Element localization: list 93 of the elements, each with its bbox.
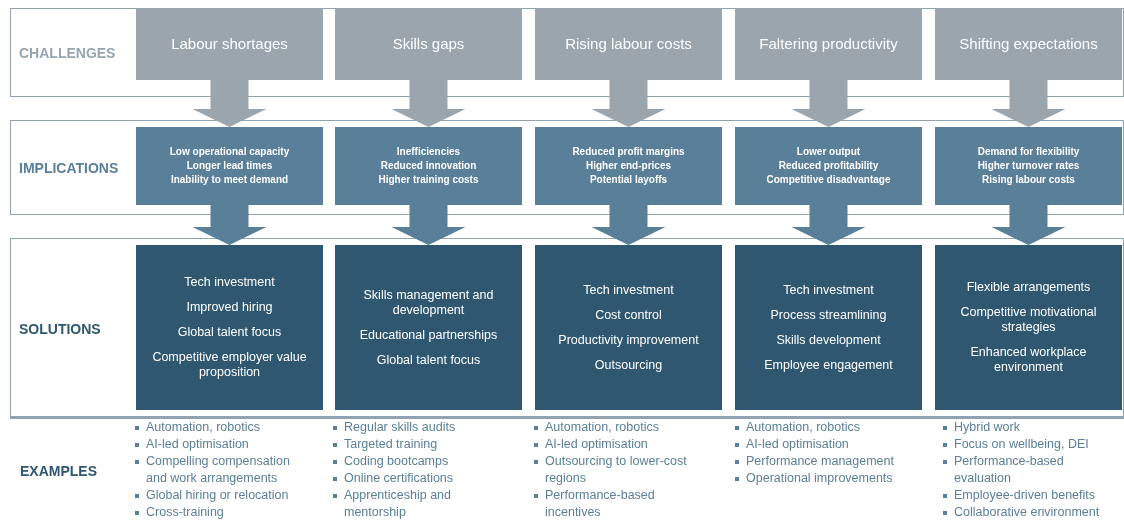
solution-text: Global talent focus — [376, 352, 481, 368]
example-item: Employee-driven benefits — [954, 488, 1096, 502]
example-item: Targeted training — [344, 437, 438, 451]
example-item: Global hiring or relocation — [146, 488, 289, 502]
implication-text: Rising labour costs — [982, 174, 1075, 186]
implication-text: Reduced profitability — [778, 160, 879, 172]
example-item: Hybrid work — [954, 420, 1020, 434]
solution-text: Tech investment — [783, 282, 874, 298]
block-arrow — [591, 205, 666, 245]
challenge-box — [136, 8, 323, 80]
challenge-label: Shifting expectations — [959, 35, 1098, 53]
implication-box — [535, 127, 722, 205]
example-item: AI-led optimisation — [545, 437, 648, 451]
row-heading: EXAMPLES — [20, 463, 97, 479]
example-item: AI-led optimisation — [746, 437, 849, 451]
block-arrow — [791, 205, 866, 245]
implication-text: Reduced innovation — [380, 160, 477, 172]
row-heading: CHALLENGES — [19, 44, 116, 61]
solution-text: Educational partnerships — [359, 327, 498, 343]
implication-box — [335, 127, 522, 205]
challenge-box — [735, 8, 922, 80]
solution-text: Global talent focus — [177, 325, 282, 340]
implication-text: Inability to meet demand — [170, 174, 289, 186]
example-item: Performance management — [746, 454, 894, 468]
example-item: Outsourcing to lower-cost regions — [545, 454, 687, 485]
solution-text: Productivity improvement — [558, 332, 699, 348]
row-band — [10, 238, 1124, 419]
example-item: Apprenticeship and mentorship — [344, 488, 452, 519]
challenge-label: Faltering productivity — [759, 35, 898, 53]
block-arrow — [192, 205, 267, 245]
example-item: Operational improvements — [746, 471, 893, 485]
challenge-box — [335, 8, 522, 80]
solution-text: Competitive motivational strategies — [959, 305, 1098, 335]
challenge-label: Rising labour costs — [565, 35, 692, 53]
row-band — [10, 8, 1124, 97]
solution-box — [136, 245, 323, 410]
implication-text: Higher turnover rates — [977, 160, 1080, 172]
implication-text: Reduced profit margins — [572, 146, 685, 158]
implication-text: Low operational capacity — [169, 146, 290, 158]
example-item: Focus on wellbeing, DEI — [954, 437, 1089, 451]
example-item: Automation, robotics — [545, 420, 659, 434]
challenge-box — [935, 8, 1122, 80]
example-item: Regular skills audits — [344, 420, 456, 434]
solution-text: Competitive employer value proposition — [151, 350, 308, 380]
example-item: AI-led optimisation — [146, 437, 249, 451]
solution-text: Employee engagement — [764, 357, 893, 373]
example-item: Cross-training — [146, 505, 224, 519]
block-arrow — [791, 80, 866, 127]
row-heading: SOLUTIONS — [19, 320, 101, 337]
solution-box — [935, 245, 1122, 410]
challenge-label: Labour shortages — [171, 35, 288, 53]
implication-text: Higher training costs — [378, 174, 479, 186]
example-item: Compelling compensation and work arrangements — [146, 454, 290, 485]
example-item: Online certifications — [344, 471, 454, 485]
implication-box — [935, 127, 1122, 205]
solution-box — [735, 245, 922, 410]
solution-text: Tech investment — [583, 282, 674, 298]
implication-text: Lower output — [796, 146, 861, 158]
implication-text: Competitive disadvantage — [766, 174, 891, 186]
block-arrow — [391, 80, 466, 127]
solution-box — [335, 245, 522, 410]
solution-text: Skills management and development — [362, 287, 495, 318]
solution-text: Flexible arrangements — [966, 280, 1091, 295]
block-arrow — [991, 80, 1066, 127]
implication-box — [136, 127, 323, 205]
example-item: Performance-based incentives — [545, 488, 655, 519]
solution-text: Outsourcing — [594, 357, 663, 373]
solution-text: Enhanced workplace environment — [969, 345, 1088, 375]
implication-text: Longer lead times — [186, 160, 273, 172]
block-arrow — [192, 80, 267, 127]
row-band — [10, 120, 1124, 215]
block-arrow — [991, 205, 1066, 245]
implication-text: Demand for flexibility — [977, 146, 1080, 158]
solution-box — [535, 245, 722, 410]
example-item: Collaborative environment — [954, 505, 1100, 519]
implication-text: Higher end-prices — [586, 160, 671, 172]
example-item: Automation, robotics — [746, 420, 860, 434]
solution-text: Cost control — [595, 307, 662, 323]
implication-text: Potential layoffs — [589, 174, 668, 186]
solution-text: Skills development — [776, 332, 881, 348]
example-item: Automation, robotics — [146, 420, 260, 434]
solution-text: Process streamlining — [770, 307, 887, 323]
solution-text: Improved hiring — [186, 300, 273, 315]
challenge-label: Skills gaps — [392, 35, 465, 53]
block-arrow — [591, 80, 666, 127]
example-item: Coding bootcamps — [344, 454, 449, 468]
implication-text: Inefficiencies — [396, 146, 461, 158]
block-arrow — [391, 205, 466, 245]
example-item: Performance-based evaluation — [954, 454, 1064, 485]
challenge-box — [535, 8, 722, 80]
implication-box — [735, 127, 922, 205]
solution-text: Tech investment — [184, 275, 275, 290]
row-heading: IMPLICATIONS — [19, 159, 119, 176]
